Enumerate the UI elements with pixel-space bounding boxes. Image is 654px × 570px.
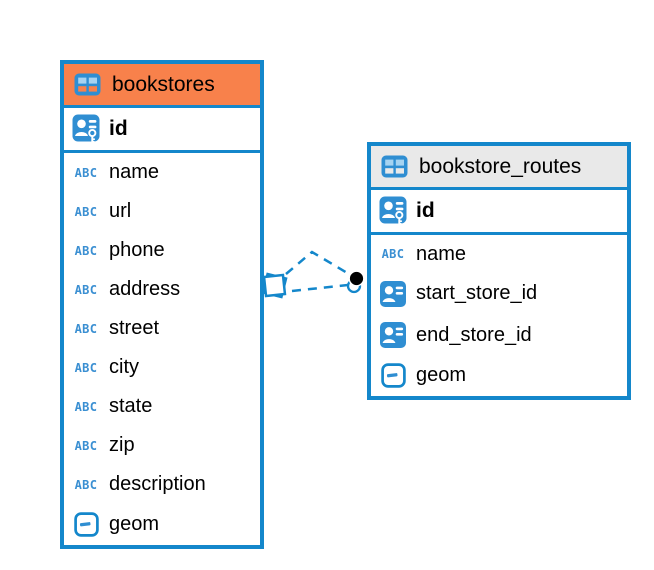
relationship-line-upper[interactable] (285, 250, 350, 276)
field-name: id (416, 199, 435, 222)
table-title: bookstore_routes (419, 154, 582, 178)
text-type-icon: ABC (74, 204, 98, 219)
table-row[interactable]: ABC city (64, 348, 260, 387)
field-name: name (109, 161, 160, 183)
table-row[interactable]: ABC state (64, 387, 260, 426)
table-row[interactable]: ABC street (64, 309, 260, 348)
table-row[interactable]: ABC description (64, 465, 260, 504)
table-row-pk[interactable]: id (64, 108, 260, 153)
table-row[interactable]: geom (371, 356, 627, 396)
field-name: city (109, 356, 139, 378)
table-row[interactable]: ABC name (371, 235, 627, 273)
table-icon (71, 73, 103, 96)
field-name: name (416, 242, 467, 265)
text-type-icon: ABC (74, 360, 98, 375)
text-type-icon: ABC (74, 399, 98, 414)
table-header-bookstores[interactable]: bookstores (64, 64, 260, 108)
text-type-icon: ABC (74, 321, 98, 336)
text-type-icon: ABC (74, 282, 98, 297)
geometry-type-icon (70, 512, 102, 537)
stacked-squares-marker[interactable] (261, 272, 288, 299)
foreign-key-icon (377, 322, 409, 349)
text-type-icon: ABC (74, 243, 98, 258)
black-dot-marker[interactable] (346, 270, 365, 294)
table-row[interactable]: end_store_id (371, 315, 627, 356)
table-row[interactable]: start_store_id (371, 273, 627, 314)
table-row[interactable]: ABC phone (64, 231, 260, 270)
field-name: start_store_id (416, 282, 538, 305)
field-name: description (109, 473, 206, 495)
field-name: end_store_id (416, 323, 532, 346)
table-row[interactable]: ABC name (64, 153, 260, 192)
table-header-bookstore-routes[interactable]: bookstore_routes (371, 146, 627, 190)
relationship-line-lower[interactable] (291, 283, 349, 293)
table-row[interactable]: geom (64, 504, 260, 545)
text-type-icon: ABC (74, 165, 98, 180)
relationship-link[interactable] (261, 250, 365, 299)
foreign-key-icon (377, 280, 409, 307)
primary-key-icon (377, 196, 409, 227)
field-name: state (109, 395, 153, 417)
primary-key-icon (70, 114, 102, 145)
table-icon (378, 155, 410, 178)
table-bookstore-routes: bookstore_routes id ABC name (367, 142, 631, 400)
table-row[interactable]: ABC address (64, 270, 260, 309)
field-name: geom (416, 364, 467, 387)
field-name: id (109, 117, 128, 140)
field-name: address (109, 278, 181, 300)
table-bookstores: bookstores id ABC name A (60, 60, 264, 549)
field-name: geom (109, 513, 160, 535)
text-type-icon: ABC (74, 438, 98, 453)
table-row[interactable]: ABC zip (64, 426, 260, 465)
table-title: bookstores (112, 72, 215, 96)
table-row-pk[interactable]: id (371, 190, 627, 235)
text-type-icon: ABC (381, 247, 405, 262)
field-name: zip (109, 434, 135, 456)
field-name: street (109, 317, 160, 339)
field-name: phone (109, 239, 165, 261)
text-type-icon: ABC (74, 477, 98, 492)
table-row[interactable]: ABC url (64, 192, 260, 231)
geometry-type-icon (377, 363, 409, 389)
field-name: url (109, 200, 132, 222)
